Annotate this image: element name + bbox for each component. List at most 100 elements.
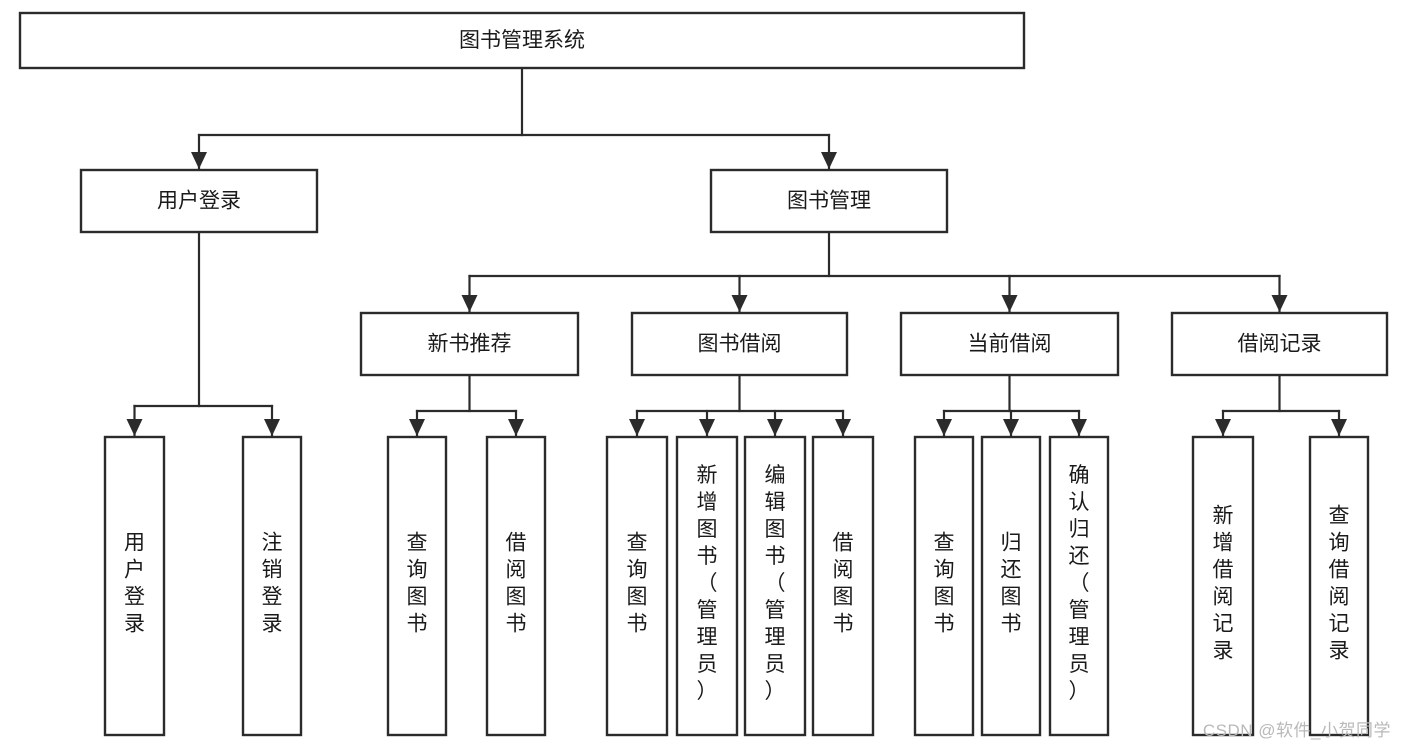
level2-node-1-rect[interactable] xyxy=(709,168,949,234)
level3-node-3-rect[interactable] xyxy=(1170,311,1389,377)
arrow-head-icon xyxy=(409,419,425,436)
leaf-node-2-char: 书 xyxy=(407,613,428,636)
node-boxes: 图书管理系统用户登录图书管理新书推荐图书借阅当前借阅借阅记录用户登录注销登录查询… xyxy=(18,11,1389,737)
leaf-node-6-char: ） xyxy=(765,680,786,703)
level3-node-1[interactable]: 图书借阅 xyxy=(630,311,849,377)
leaf-node-10-char: 认 xyxy=(1069,491,1090,514)
arrow-head-icon xyxy=(1001,295,1018,312)
root-node-book-management-system-rect[interactable] xyxy=(18,11,1026,70)
leaf-node-10-char: 还 xyxy=(1069,545,1090,568)
level3-node-0-label: 新书推荐 xyxy=(428,333,512,356)
leaf-node-10-rect[interactable] xyxy=(1048,435,1110,737)
level3-node-2[interactable]: 当前借阅 xyxy=(899,311,1120,377)
leaf-node-11-char: 新 xyxy=(1213,505,1234,528)
leaf-node-2-rect[interactable] xyxy=(386,435,448,737)
leaf-node-4-char: 询 xyxy=(627,559,648,582)
leaf-node-4-char: 查 xyxy=(627,532,648,555)
leaf-node-5-char: ） xyxy=(697,680,718,703)
root-node-book-management-system[interactable]: 图书管理系统 xyxy=(18,11,1026,70)
level3-node-1-rect[interactable] xyxy=(630,311,849,377)
leaf-node-11-char: 录 xyxy=(1213,640,1234,663)
leaf-node-3-char: 阅 xyxy=(506,559,527,582)
leaf-node-6-char: 员 xyxy=(765,653,786,676)
arrow-head-icon xyxy=(1331,419,1347,436)
leaf-node-7-char: 书 xyxy=(833,613,854,636)
leaf-node-3-rect[interactable] xyxy=(485,435,547,737)
leaf-node-9-char: 还 xyxy=(1001,559,1022,582)
leaf-node-11-char: 阅 xyxy=(1213,586,1234,609)
arrow-head-icon xyxy=(699,419,715,436)
leaf-node-11-rect[interactable] xyxy=(1191,435,1255,737)
level2-node-1-label: 图书管理 xyxy=(787,190,871,213)
leaf-node-2-char: 询 xyxy=(407,559,428,582)
leaf-node-1-char: 登 xyxy=(262,586,283,609)
leaf-node-8-char: 查 xyxy=(934,532,955,555)
leaf-node-0-char: 登 xyxy=(124,586,145,609)
leaf-node-5-rect[interactable] xyxy=(675,435,739,737)
leaf-node-3-char: 借 xyxy=(506,532,527,555)
leaf-node-7-rect[interactable] xyxy=(811,435,875,737)
leaf-node-12-char: 阅 xyxy=(1329,586,1350,609)
level3-node-2-rect[interactable] xyxy=(899,311,1120,377)
leaf-node-12-char: 记 xyxy=(1329,613,1350,636)
level2-node-0[interactable]: 用户登录 xyxy=(79,168,319,234)
leaf-node-0-char: 用 xyxy=(124,532,145,555)
leaf-node-8-rect[interactable] xyxy=(913,435,975,737)
leaf-node-2-char: 图 xyxy=(407,586,428,609)
leaf-node-6-char: 编 xyxy=(765,464,786,487)
leaf-node-1-char: 注 xyxy=(262,532,283,555)
leaf-node-0[interactable]: 用户登录 xyxy=(103,435,166,737)
leaf-node-8-char: 询 xyxy=(934,559,955,582)
arrow-head-icon xyxy=(1071,419,1087,436)
root-node-book-management-system-label: 图书管理系统 xyxy=(459,29,585,52)
level2-node-0-label: 用户登录 xyxy=(157,190,241,213)
leaf-node-12-rect[interactable] xyxy=(1308,435,1370,737)
connector-lines xyxy=(126,66,1347,437)
leaf-node-4-rect[interactable] xyxy=(605,435,669,737)
leaf-node-12-char: 录 xyxy=(1329,640,1350,663)
leaf-node-12-char: 查 xyxy=(1329,505,1350,528)
leaf-node-5-char: 书 xyxy=(697,545,718,568)
arrow-head-icon xyxy=(731,295,748,312)
leaf-node-5-char: 新 xyxy=(697,464,718,487)
leaf-node-10-char: 员 xyxy=(1069,653,1090,676)
leaf-node-1-rect[interactable] xyxy=(241,435,303,737)
leaf-node-9-char: 图 xyxy=(1001,586,1022,609)
leaf-node-9-char: 书 xyxy=(1001,613,1022,636)
level2-node-1[interactable]: 图书管理 xyxy=(709,168,949,234)
level3-node-0-rect[interactable] xyxy=(359,311,580,377)
leaf-node-5-char: 管 xyxy=(697,599,718,622)
leaf-node-12-char: 询 xyxy=(1329,532,1350,555)
leaf-node-10-char: 确 xyxy=(1069,464,1090,487)
leaf-node-0-rect[interactable] xyxy=(103,435,166,737)
leaf-node-6-char: 管 xyxy=(765,599,786,622)
level3-node-3[interactable]: 借阅记录 xyxy=(1170,311,1389,377)
leaf-node-6-rect[interactable] xyxy=(743,435,807,737)
leaf-node-6-char: 理 xyxy=(765,626,786,649)
leaf-node-7-char: 图 xyxy=(833,586,854,609)
leaf-node-9-rect[interactable] xyxy=(980,435,1042,737)
level3-node-0[interactable]: 新书推荐 xyxy=(359,311,580,377)
level2-node-0-rect[interactable] xyxy=(79,168,319,234)
arrow-head-icon xyxy=(508,419,524,436)
leaf-node-1-char: 销 xyxy=(262,559,283,582)
leaf-node-9-char: 归 xyxy=(1001,532,1022,555)
arrow-head-icon xyxy=(1215,419,1231,436)
leaf-node-3-char: 图 xyxy=(506,586,527,609)
level3-node-1-label: 图书借阅 xyxy=(698,333,782,356)
leaf-node-2-char: 查 xyxy=(407,532,428,555)
leaf-node-7-char: 借 xyxy=(833,532,854,555)
